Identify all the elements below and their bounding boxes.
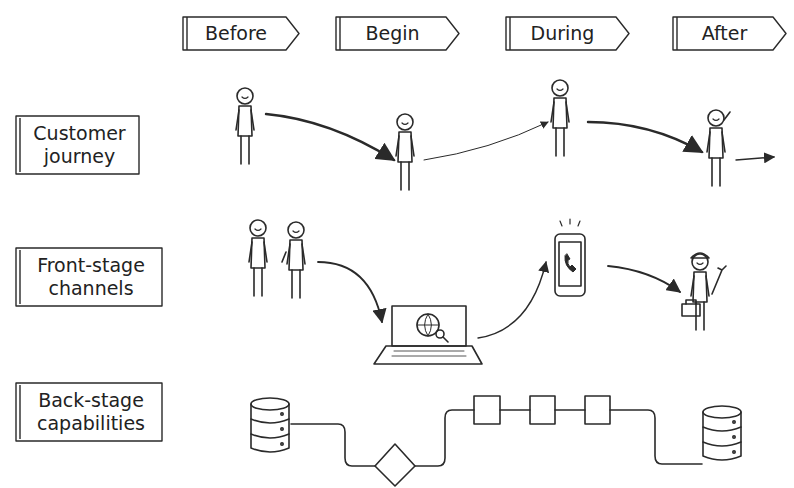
technician-figure xyxy=(682,304,700,316)
lane-box-outline xyxy=(16,383,162,441)
phase-chevron: Begin xyxy=(335,16,460,51)
staff-figures xyxy=(287,222,305,298)
customer-figure xyxy=(396,114,414,190)
lane-label-box: Customer journey xyxy=(15,115,140,175)
laptop-icon xyxy=(374,306,482,364)
laptop-icon xyxy=(392,351,466,356)
lane-box-outline xyxy=(16,248,162,306)
technician-figure xyxy=(691,254,709,330)
customer-figure xyxy=(236,88,254,164)
journey-arrow xyxy=(424,122,548,160)
journey-arrow xyxy=(588,122,702,152)
chevron-outline xyxy=(183,17,299,50)
staff-figures xyxy=(282,252,286,262)
database-icon xyxy=(703,406,741,418)
database-icon xyxy=(703,406,741,460)
laptop-icon xyxy=(374,346,482,364)
database-icon xyxy=(703,412,741,460)
phone-icon xyxy=(565,254,576,272)
phone-icon xyxy=(555,219,585,296)
laptop-icon xyxy=(392,306,466,346)
database-icon xyxy=(703,427,741,446)
channel-arrow xyxy=(478,262,546,338)
process-step xyxy=(585,396,610,424)
process-wire xyxy=(610,410,702,464)
database-icon xyxy=(733,436,735,438)
channel-arrow xyxy=(318,262,382,322)
journey-arrow xyxy=(266,114,774,160)
process-wire xyxy=(415,410,474,466)
lane-label: Customer journey xyxy=(29,122,130,168)
phase-label: Before xyxy=(196,22,276,45)
lane-label: Front-stage channels xyxy=(29,254,153,300)
technician-figure xyxy=(712,266,726,294)
process-step xyxy=(474,396,610,424)
phase-label: During xyxy=(519,22,606,45)
database-icon xyxy=(251,398,289,452)
technician-figure xyxy=(682,253,726,330)
customer-figure xyxy=(551,80,569,156)
journey-arrow xyxy=(266,114,394,160)
journey-arrow xyxy=(736,157,774,160)
lane-label: Back-stage capabilities xyxy=(29,389,153,435)
phase-chevron: During xyxy=(505,16,630,51)
phase-chevron: After xyxy=(672,16,787,51)
customer-figure xyxy=(236,88,254,164)
decision-diamond xyxy=(375,444,415,486)
channel-arrow xyxy=(608,266,680,292)
phase-label: Begin xyxy=(349,22,436,45)
lane-label-box: Back-stage capabilities xyxy=(15,382,163,442)
process-step xyxy=(474,396,500,424)
lane-label-box: Front-stage channels xyxy=(15,247,163,307)
technician-figure xyxy=(686,300,696,304)
laptop-icon xyxy=(443,337,448,342)
phone-icon xyxy=(559,242,581,286)
channel-arrow xyxy=(318,262,680,338)
staff-figures xyxy=(249,220,267,296)
decision-diamond xyxy=(375,444,415,486)
phone-icon xyxy=(555,234,585,296)
database-icon xyxy=(251,398,289,410)
process-wire xyxy=(291,410,702,466)
staff-figures xyxy=(249,220,305,298)
database-icon xyxy=(251,419,289,438)
phase-label: After xyxy=(686,22,763,45)
customer-figure xyxy=(724,112,730,120)
customer-figure xyxy=(396,114,414,190)
customer-figure xyxy=(707,110,730,186)
database-icon xyxy=(281,428,283,430)
phase-chevron: Before xyxy=(182,16,300,51)
process-wire xyxy=(291,424,375,466)
lane-box-outline xyxy=(16,116,139,174)
phone-icon xyxy=(560,219,580,226)
database-icon xyxy=(251,404,289,452)
database-icon xyxy=(733,451,735,453)
database-icon xyxy=(733,421,735,423)
database-icon xyxy=(281,443,283,445)
technician-figure xyxy=(691,253,709,258)
customer-figure xyxy=(551,80,569,156)
database-icon xyxy=(281,413,283,415)
chevron-outline xyxy=(506,17,629,50)
customer-figure xyxy=(707,110,725,186)
chevron-outline xyxy=(673,17,786,50)
chevron-outline xyxy=(336,17,459,50)
process-wire xyxy=(500,409,585,411)
process-step xyxy=(530,396,555,424)
